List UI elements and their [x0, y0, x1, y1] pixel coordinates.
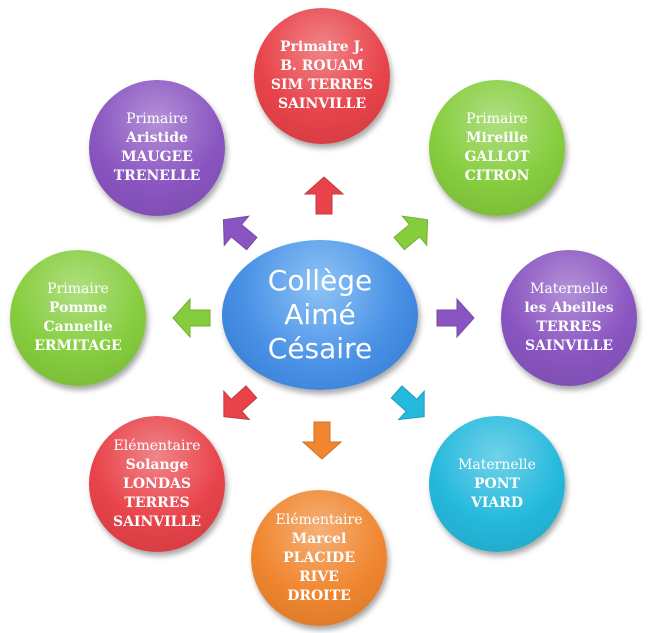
school-name-line: SAINVILLE	[277, 96, 367, 112]
school-name-line: PONT	[474, 475, 520, 492]
arrow-up-icon	[303, 176, 345, 215]
arrow-down-icon	[301, 421, 343, 460]
school-name-line: Primaire J.	[280, 39, 364, 55]
school-name-line: DROITE	[287, 587, 351, 604]
school-name-line: RIVE	[299, 568, 339, 585]
school-name-line: SIM TERRES	[270, 77, 374, 93]
school-type-label: Elémentaire	[113, 437, 201, 454]
school-name-line: Aristide	[126, 130, 188, 146]
arrow-left-icon	[172, 297, 211, 339]
school-type-label: Primaire	[466, 111, 528, 127]
arrow-up-left-icon	[222, 215, 258, 251]
arrow-up-right-icon	[393, 215, 429, 251]
school-type-label: Elémentaire	[275, 511, 363, 528]
arrow-down-right-icon	[390, 385, 425, 421]
school-name-line: ERMITAGE	[34, 338, 122, 354]
school-name-line: TERRES	[536, 319, 602, 335]
school-name-line: GALLOT	[464, 149, 530, 165]
school-name-line: Pomme	[48, 300, 108, 316]
school-name-line: B. ROUAM	[280, 58, 364, 74]
school-name-line: CITRON	[464, 168, 530, 184]
arrow-down-left-icon	[223, 385, 258, 421]
school-type-label: Maternelle	[530, 281, 608, 297]
school-name-line: les Abeilles	[524, 300, 614, 316]
school-name-line: VIARD	[470, 494, 524, 511]
school-name-line: TRENELLE	[113, 168, 201, 184]
school-name-line: MAUGEE	[121, 149, 193, 165]
center-line: Aimé	[284, 298, 356, 331]
school-name-line: Marcel	[291, 530, 347, 547]
school-name-line: Mireille	[466, 130, 528, 146]
school-name-line: TERRES	[124, 494, 190, 511]
school-name-line: Cannelle	[43, 319, 113, 335]
arrow-right-icon	[436, 297, 475, 339]
center-college-node: Collège Aimé Césaire	[222, 240, 418, 390]
school-name-line: LONDAS	[123, 475, 191, 492]
center-line: Césaire	[267, 332, 373, 365]
school-name-line: PLACIDE	[283, 549, 355, 566]
school-type-label: Primaire	[47, 281, 109, 297]
school-type-label: Maternelle	[458, 456, 536, 473]
school-name-line: Solange	[125, 456, 189, 473]
center-line: Collège	[267, 264, 373, 297]
school-name-line: SAINVILLE	[112, 513, 202, 530]
school-node-rouam: Primaire J. B. ROUAM SIM TERRES SAINVILLE	[254, 8, 390, 144]
school-name-line: SAINVILLE	[524, 338, 614, 354]
school-type-label: Primaire	[126, 111, 188, 127]
